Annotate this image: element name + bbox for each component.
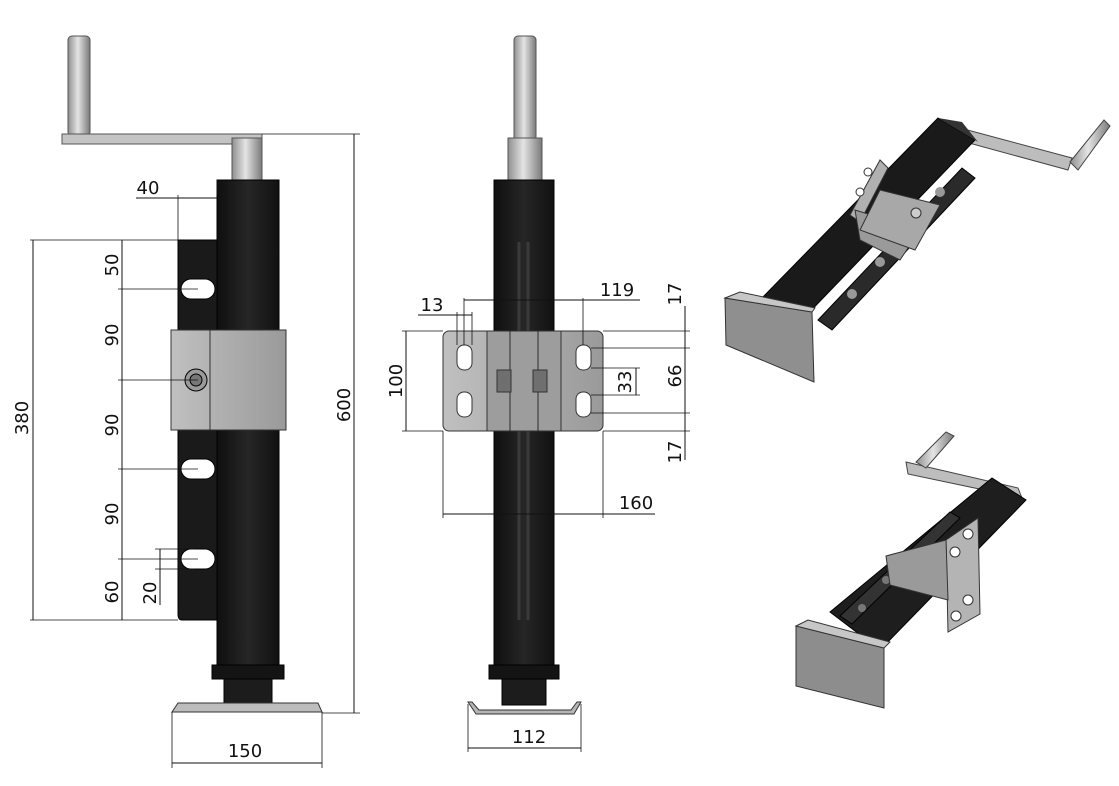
front-shaft-collar [507,137,543,183]
foot-collar [211,664,285,680]
dim-20: 20 [140,582,161,605]
front-foot-collar [488,664,560,680]
dim-90-b: 90 [102,414,123,437]
dim-100: 100 [386,364,407,398]
dim-90-c: 90 [102,503,123,526]
side-dimensions: 600 380 50 90 90 90 60 20 [12,133,360,768]
foot-plate [171,702,323,713]
front-plate-slot [575,391,592,418]
front-plate-slot [456,391,473,418]
front-foot-plate [467,701,582,715]
dim-66: 66 [665,365,686,388]
crank-knob [67,35,91,137]
dim-17-top: 17 [665,283,686,306]
dim-50: 50 [102,254,123,277]
dim-600: 600 [334,388,355,422]
dim-13: 13 [421,295,444,316]
dim-150: 150 [228,741,262,762]
iso-view-top [723,117,1111,383]
dim-160: 160 [619,493,653,514]
dim-112: 112 [512,727,546,748]
dim-33: 33 [615,371,636,394]
front-foot-inner [501,678,547,706]
crank-shaft [231,137,263,183]
dim-380: 380 [12,401,33,435]
front-shaft-top [513,35,537,147]
dim-60: 60 [102,581,123,604]
front-plate-slot [456,344,473,371]
side-view: 600 380 50 90 90 90 60 20 [12,35,360,768]
iso-view-bottom [794,431,1027,709]
dim-119: 119 [600,280,634,301]
dim-90-a: 90 [102,324,123,347]
foot-inner [223,678,273,704]
dim-40: 40 [137,178,160,199]
dim-17-bottom: 17 [665,441,686,464]
front-view: 112 160 119 13 100 [386,35,690,752]
front-plate-slot [575,344,592,371]
front-dimensions: 112 160 119 13 100 [386,280,690,752]
